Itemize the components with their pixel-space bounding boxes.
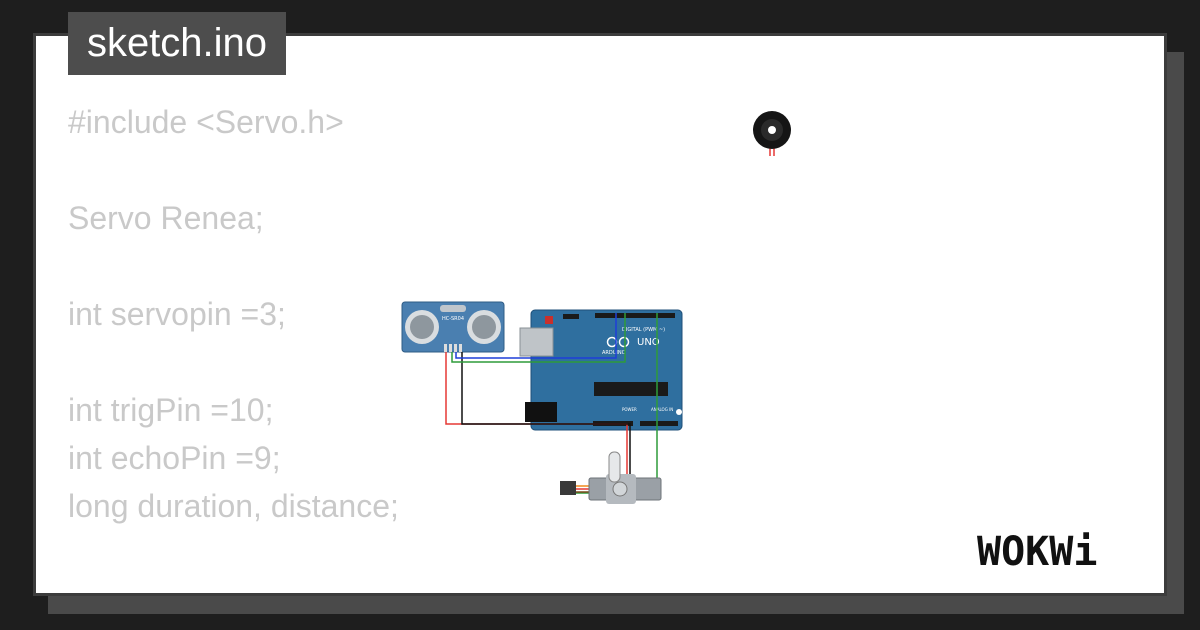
code-line: int trigPin =10;	[68, 392, 274, 428]
ultrasonic-sensor[interactable]: HC-SR04	[401, 301, 505, 353]
wokwi-logo: WOKWi	[977, 529, 1097, 575]
code-line: Servo Renea;	[68, 200, 264, 236]
board-model: UNO	[637, 337, 660, 348]
code-line: long duration, distance;	[68, 488, 399, 524]
code-line: int echoPin =9;	[68, 440, 281, 476]
arduino-uno[interactable]: DIGITAL (PWM ~) UNO ARDUINO POWER ANALOG…	[519, 309, 683, 431]
board-brand: ARDUINO	[602, 350, 626, 356]
wokwi-logo-text: WOKWi	[977, 529, 1097, 575]
board-power-label: POWER	[622, 407, 637, 412]
servo-motor[interactable]	[560, 451, 662, 504]
code-line: int servopin =3;	[68, 296, 286, 332]
code-line: #include <Servo.h>	[68, 104, 344, 140]
sensor-label: HC-SR04	[442, 316, 464, 322]
board-digital-label: DIGITAL (PWM ~)	[622, 327, 665, 333]
buzzer[interactable]	[753, 111, 791, 156]
board-analog-label: ANALOG IN	[651, 407, 673, 412]
file-tab[interactable]: sketch.ino	[68, 12, 286, 75]
